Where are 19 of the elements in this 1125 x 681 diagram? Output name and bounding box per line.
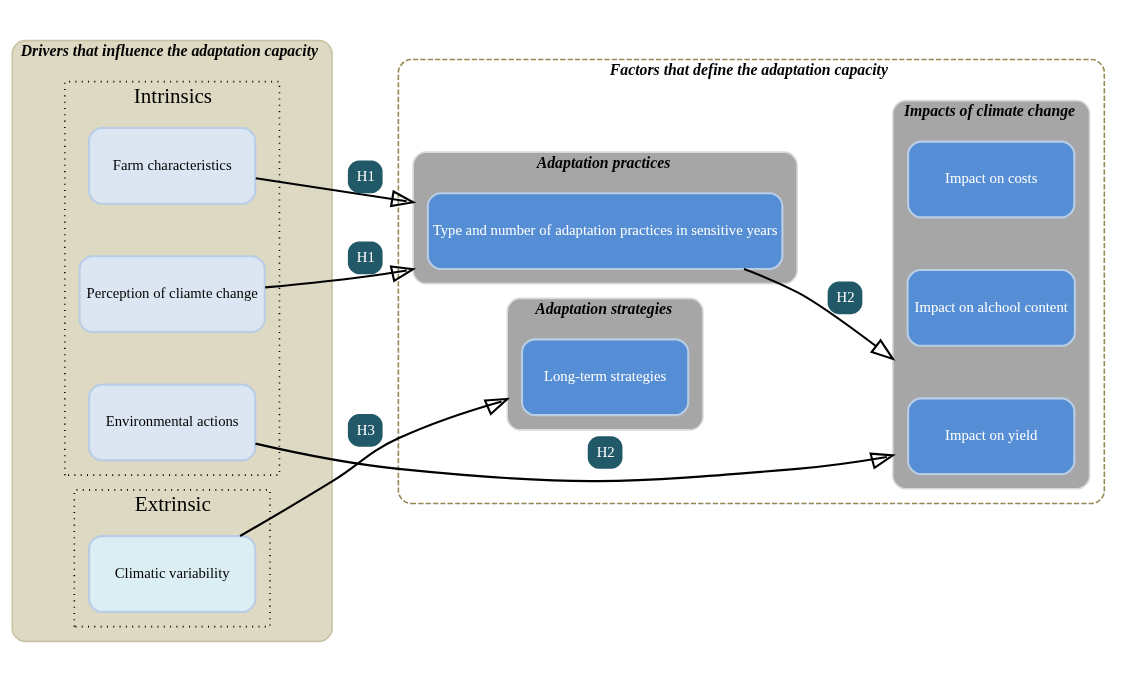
edge-label: H1 [356, 248, 375, 265]
arrow [255, 442, 896, 482]
node-box: Perception of cliamte change [78, 254, 266, 333]
node-box: Impact on alchool content [906, 268, 1076, 347]
arrow [743, 267, 896, 361]
node-box: Type and number of adaptation practices in sensitive years [426, 191, 784, 270]
node-box: Long-term strategies [520, 337, 690, 416]
arrow [265, 264, 417, 288]
node-box: Climatic variability [88, 534, 257, 613]
edge-label: H1 [356, 167, 375, 184]
arrow [239, 397, 511, 537]
node-box: Impact on yield [907, 396, 1076, 475]
node-box: Impact on costs [907, 140, 1076, 218]
node-box: Environmental actions [88, 383, 257, 461]
edge-label: H3 [356, 421, 375, 438]
edge-label: H2 [596, 443, 615, 460]
node-box: Farm characteristics [88, 126, 257, 205]
arrow [255, 176, 417, 207]
edge-label: H2 [836, 288, 855, 305]
